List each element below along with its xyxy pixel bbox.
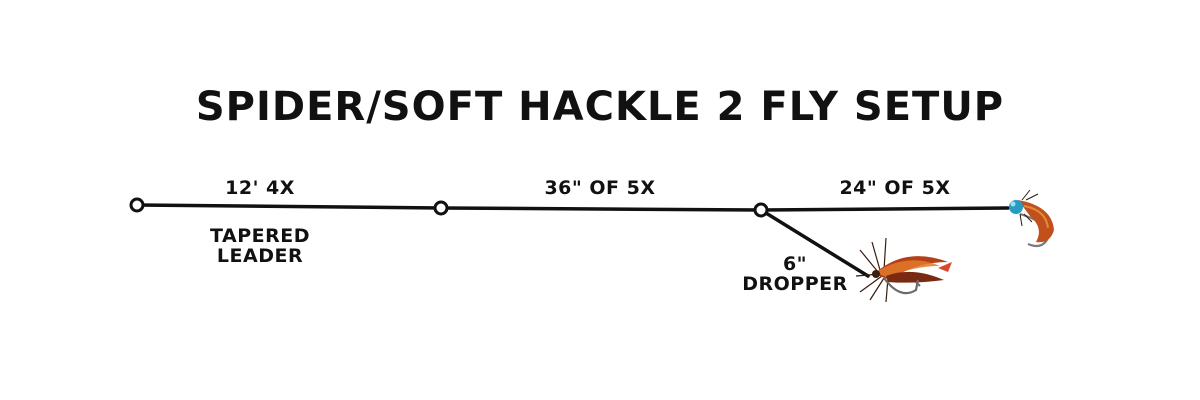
leader-length-label: 12' 4X	[225, 177, 295, 199]
middle-tippet-label: 36" OF 5X	[544, 177, 656, 199]
spider-nymph-fly-icon	[1009, 189, 1054, 248]
middle-tippet-line	[439, 206, 763, 212]
leader-type-line1: TAPERED	[210, 225, 310, 247]
point-tippet-label: 24" OF 5X	[839, 177, 951, 199]
dropper-knot	[753, 202, 769, 218]
dropper-length-line: 6"	[782, 253, 808, 275]
leader-tippet-knot	[433, 200, 449, 216]
diagram-title: SPIDER/SOFT HACKLE 2 FLY SETUP	[195, 84, 1005, 130]
fly-line-knot	[129, 197, 145, 213]
dropper-label: 6" DROPPER	[735, 254, 855, 294]
leader-type-label: TAPERED LEADER	[190, 226, 330, 266]
dropper-word-line: DROPPER	[742, 273, 848, 295]
leader-type-line2: LEADER	[216, 245, 304, 267]
point-tippet-line	[759, 206, 1010, 212]
soft-hackle-fly-icon	[855, 237, 952, 303]
dropper-line	[759, 208, 870, 278]
tapered-leader-line	[135, 203, 443, 210]
